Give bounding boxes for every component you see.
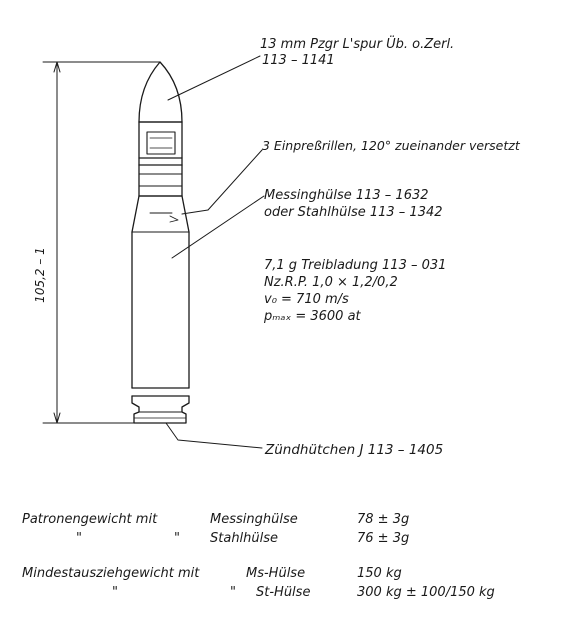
weight-row-3-col1: Mindestausziehgewicht mit [22, 566, 200, 581]
leader-primer [165, 422, 263, 449]
case-rim [131, 395, 190, 424]
case-neck [138, 164, 183, 197]
weight-row-2-ditto-b: " [174, 531, 180, 546]
label-charge-line1: 7,1 g Treibladung 113 – 031 [264, 258, 447, 273]
leader-case [171, 195, 265, 259]
weight-row-1-col3: 78 ± 3g [357, 512, 410, 527]
weight-row-1-col2: Messinghülse [210, 512, 298, 527]
case-body [131, 231, 190, 389]
weight-row-3-col3: 150 kg [357, 566, 402, 581]
weight-row-4-ditto-a: " [112, 585, 118, 600]
weight-row-4-col3: 300 kg ± 100/150 kg [357, 585, 495, 600]
case-shoulder [131, 195, 190, 233]
leader-grooves [207, 149, 263, 211]
projectile-outline [138, 61, 183, 123]
label-case-line2: oder Stahlhülse 113 – 1342 [264, 205, 443, 220]
label-projectile-line1: 13 mm Pzgr L'spur Üb. o.Zerl. [260, 37, 455, 52]
weight-row-3-col2: Ms-Hülse [246, 566, 306, 581]
leader-projectile [167, 55, 261, 101]
weight-row-2-col3: 76 ± 3g [357, 531, 410, 546]
weight-row-2-col2: Stahlhülse [210, 531, 279, 546]
label-charge-line4: pₘₐₓ = 3600 at [264, 309, 361, 324]
tracer-band [146, 131, 176, 155]
label-charge-line2: Nz.R.P. 1,0 × 1,2/0,2 [264, 275, 398, 290]
weight-row-1-col1: Patronengewicht mit [22, 512, 158, 527]
label-primer: Zündhütchen J 113 – 1405 [265, 442, 444, 458]
projectile-body [138, 121, 183, 159]
weight-row-4-ditto-b: " [230, 585, 236, 600]
label-projectile-line2: 113 – 1141 [262, 53, 335, 68]
label-case-line1: Messinghülse 113 – 1632 [264, 188, 429, 203]
label-grooves: 3 Einpreßrillen, 120° zueinander versetz… [262, 138, 520, 153]
label-dimension: 105,2 – 1 [32, 247, 47, 303]
label-charge-line3: v₀ = 710 m/s [264, 292, 349, 307]
weight-row-2-ditto-a: " [76, 531, 82, 546]
weight-row-4-col2: St-Hülse [256, 585, 311, 600]
